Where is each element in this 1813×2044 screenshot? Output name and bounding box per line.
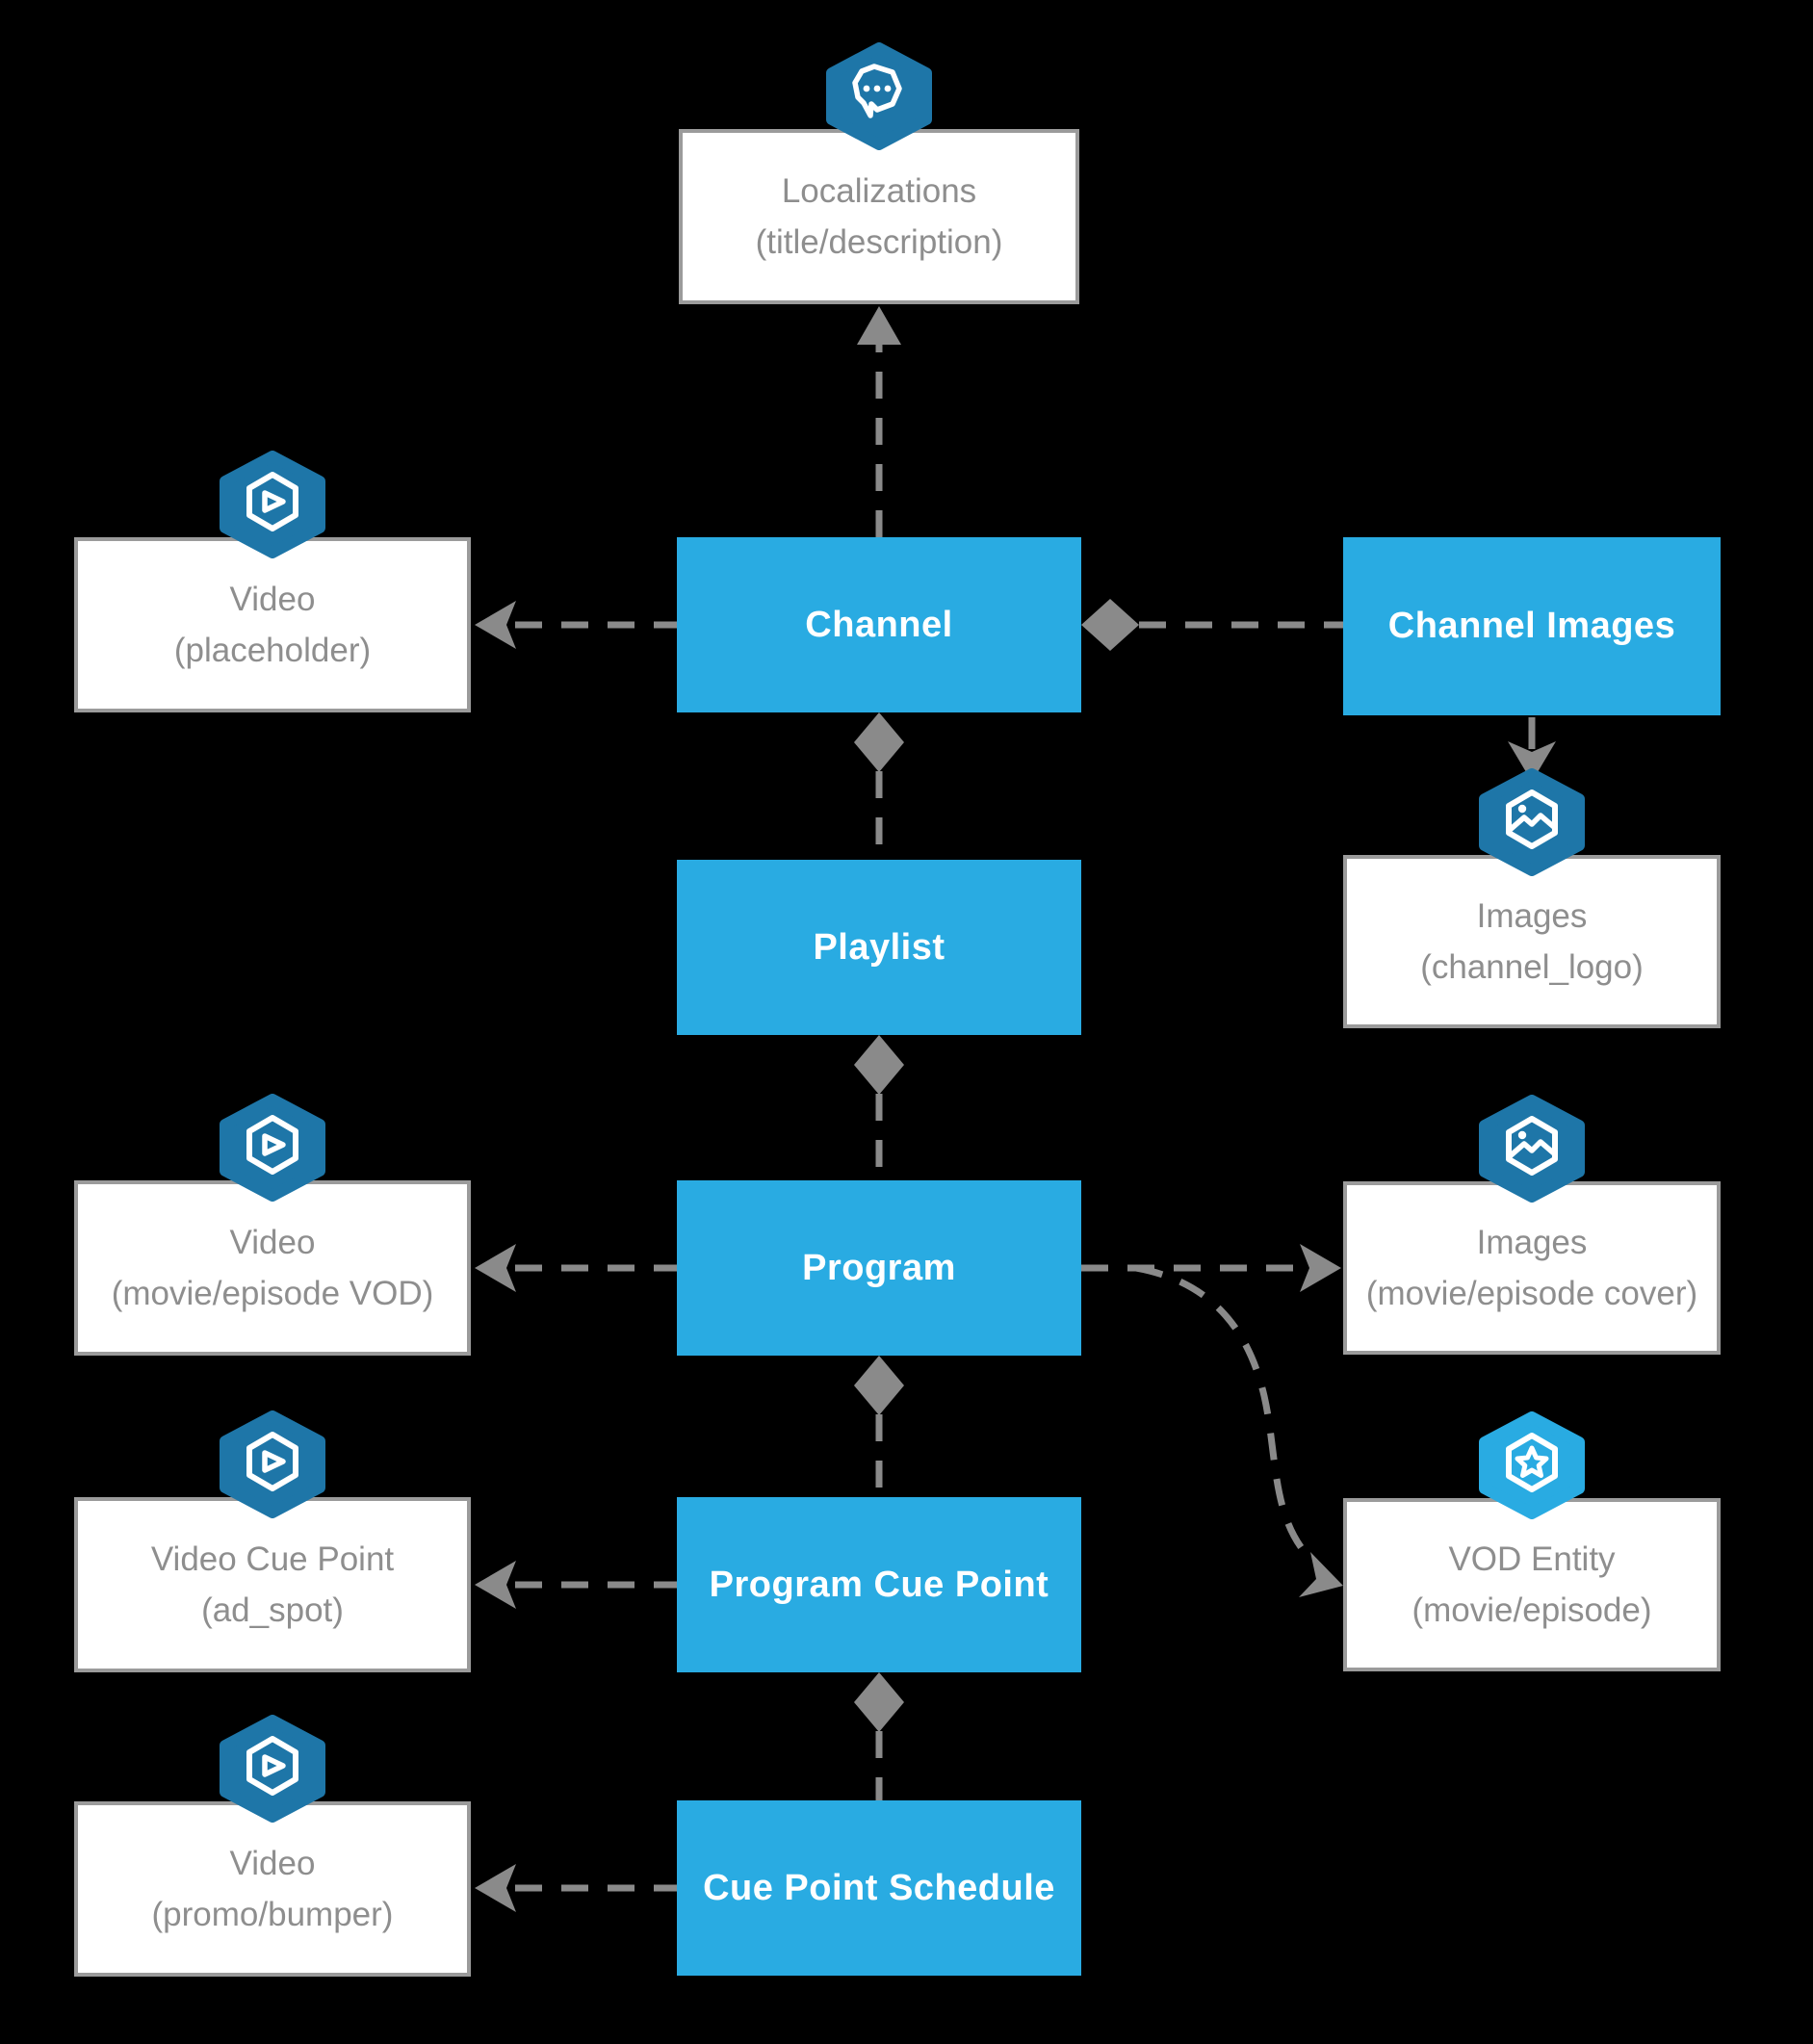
node-channel-images: Channel Images [1343,537,1721,715]
node-localizations-line1: Localizations [781,171,977,210]
node-program-cue-point-label: Program Cue Point [709,1564,1049,1605]
arrow-down-images-logo [1508,741,1556,782]
node-video-cue-point: Video Cue Point (ad_spot) [74,1497,471,1672]
node-video-cue-point-line2: (ad_spot) [201,1591,344,1629]
node-program-cue-point: Program Cue Point [677,1497,1081,1672]
node-images-cover: Images (movie/episode cover) [1343,1181,1721,1355]
node-program: Program [677,1180,1081,1356]
node-playlist: Playlist [677,860,1081,1035]
diamond-program-bottom [854,1356,904,1415]
node-video-vod: Video (movie/episode VOD) [74,1180,471,1356]
node-images-channel-logo-line2: (channel_logo) [1420,948,1644,986]
node-channel-label: Channel [805,604,953,645]
diamond-channel-bottom [854,712,904,772]
arrow-left-video-cue-point [475,1561,516,1609]
node-channel: Channel [677,537,1081,712]
node-video-promo-line2: (promo/bumper) [151,1896,394,1933]
arrow-left-video-placeholder [475,601,516,649]
diamond-channel-right [1081,599,1139,651]
node-cue-point-schedule-label: Cue Point Schedule [703,1867,1055,1908]
arrow-right-images-cover [1300,1244,1341,1292]
diamond-playlist-bottom [854,1035,904,1095]
node-cue-point-schedule: Cue Point Schedule [677,1800,1081,1976]
arrow-left-video-vod [475,1244,516,1292]
node-video-cue-point-line1: Video Cue Point [150,1539,395,1578]
node-video-placeholder: Video (placeholder) [74,537,471,712]
diamond-program-cue-point-bottom [854,1672,904,1732]
node-channel-images-label: Channel Images [1387,606,1676,646]
node-localizations: Localizations (title/description) [679,129,1079,304]
connector-program-vod-entity [1135,1264,1312,1561]
node-video-vod-line2: (movie/episode VOD) [111,1275,434,1312]
arrow-up-localizations [857,306,901,345]
node-playlist-label: Playlist [813,926,945,968]
node-images-cover-line2: (movie/episode cover) [1365,1275,1698,1312]
arrow-left-video-promo [475,1864,516,1912]
node-video-vod-line1: Video [229,1223,316,1261]
node-video-promo: Video (promo/bumper) [74,1801,471,1977]
node-vod-entity: VOD Entity (movie/episode) [1343,1498,1721,1671]
node-images-channel-logo: Images (channel_logo) [1343,855,1721,1028]
node-video-promo-line1: Video [229,1844,316,1882]
node-localizations-line2: (title/description) [755,223,1003,261]
arrow-right-vod-entity [1299,1552,1343,1597]
node-images-cover-line1: Images [1476,1223,1588,1261]
node-video-placeholder-line1: Video [229,580,316,618]
node-video-placeholder-line2: (placeholder) [173,632,372,669]
node-images-channel-logo-line1: Images [1476,896,1588,935]
node-vod-entity-line2: (movie/episode) [1412,1591,1652,1629]
node-vod-entity-line1: VOD Entity [1448,1539,1616,1578]
node-program-label: Program [802,1247,956,1288]
